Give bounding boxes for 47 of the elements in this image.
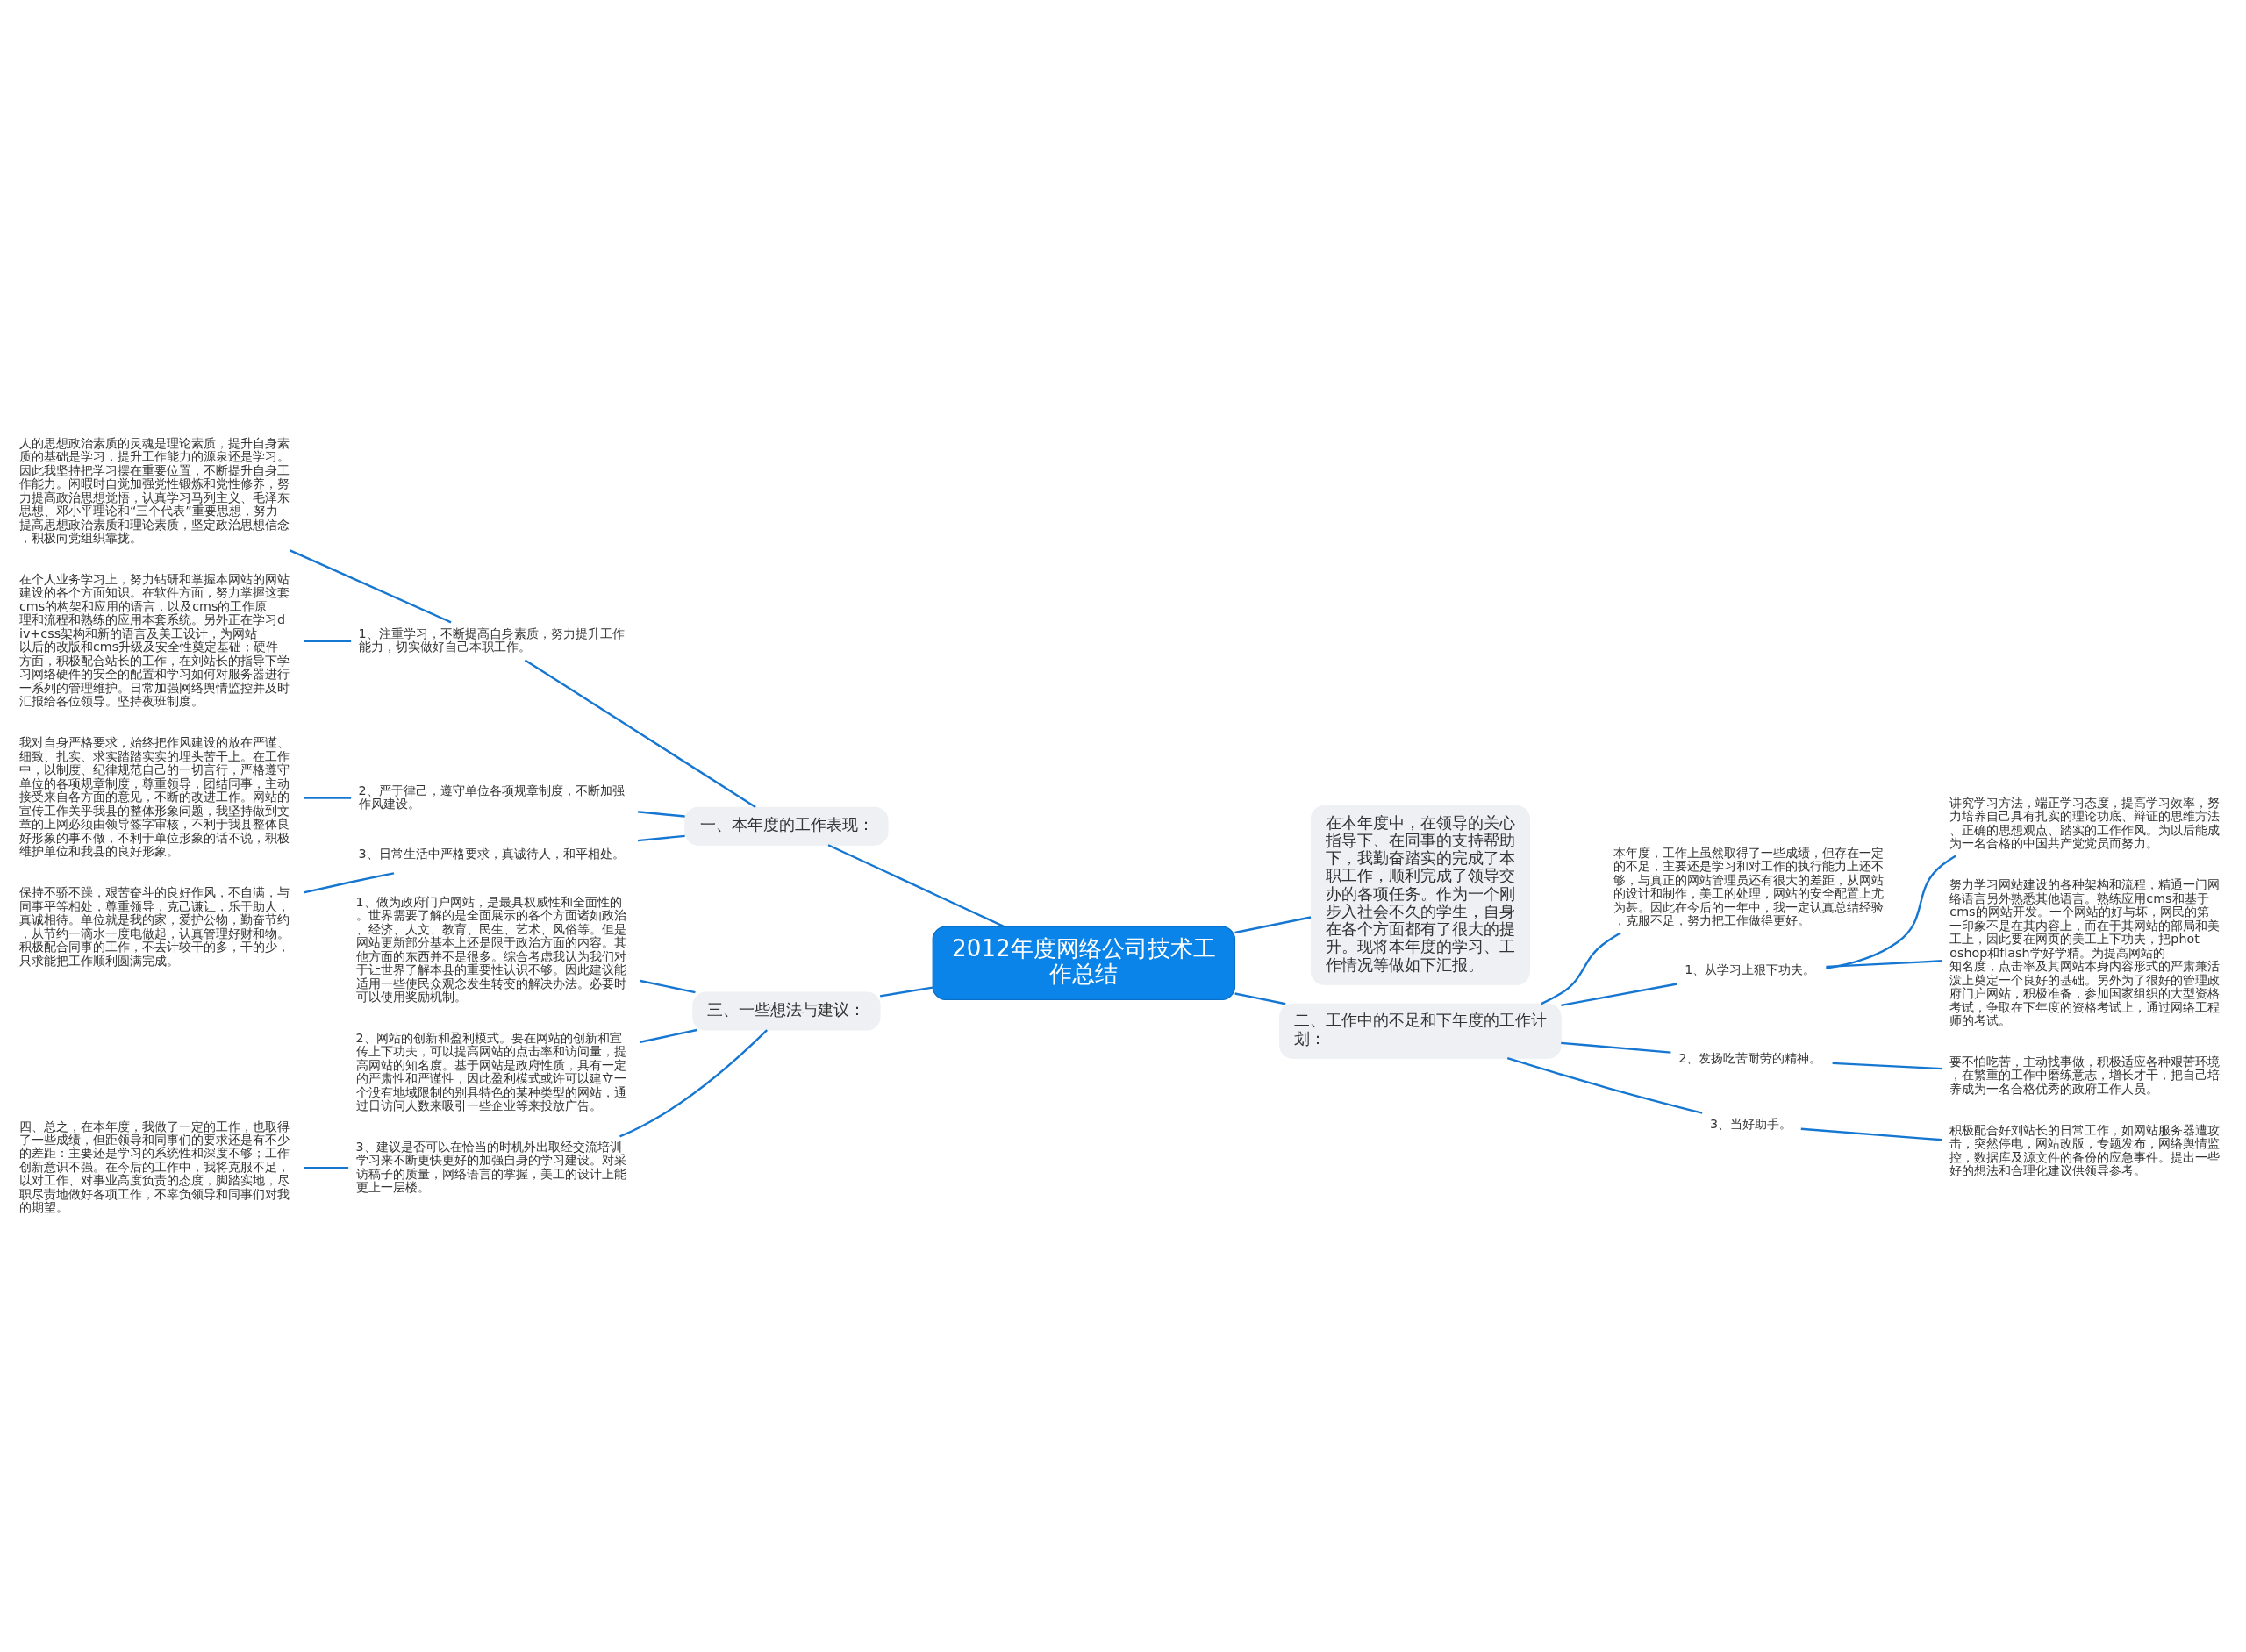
node-box: 在本年度中，在领导的关心指导下、在同事的支持帮助下，我勤奋踏实的完成了本职工作，顺利完成了领导交办的各项任务。作为一个刚步入社会不久的学生，自身在各个方面都有了很大的提升。现将本年度的学习、工作情况等做如下汇报。 [1310,805,1530,985]
node-text: 1、从学习上狠下功夫。 [1684,962,1816,976]
node-text: 保持不骄不躁，艰苦奋斗的良好作风，不自满，与同事平等相处，尊重领导，克己谦让，乐于助人，真诚相待。单位就是我的家，爱护公物，勤奋节约，从节约一滴水一度电做起，认真管理好财和物。积极配合同事的工作，不去计较干的多，干的少，只求能把工作顺利圆满完成。 [18,884,290,968]
node-text: 人的思想政治素质的灵魂是理论素质，提升自身素质的基础是学习，提升工作能力的源泉还是学习。因此我坚持把学习摆在重要位置，不断提升自身工作能力。闲暇时自觉加强党性锻炼和党性修养，努力提高政治思想觉悟，认真学习马列主义、毛泽东思想、邓小平理论和“三个代表”重要思想，努力提高思想政治素质和理论素质，坚定政治思想信念，积极向党组织靠拢。 [18,435,290,545]
node-text: 1、注重学习，不断提高自身素质，努力提升工作能力，切实做好自己本职工作。 [358,626,625,654]
node-text: 努力学习网站建设的各种架构和流程，精通一门网络语言另外熟悉其他语言。熟练应用cms和基于cms的网站开发。一个网站的好与坏，网民的第一印象不是在其内容上，而在于其网站的部局和美工上，因此要在网页的美工上下功夫，把photoshop和flash学好学精。为提高网站的知名度，点击率及其网站本身内容形式的严肃兼活泼上奠定一个良好的基础。另外为了很好的管理政府门户网站，积极准备，参加国家组织的大型资格考试，争取在下年度的资格考试上，通过网络工程师的考试。 [1949,876,2221,1027]
node-text: 要不怕吃苦，主动找事做，积极适应各种艰苦环境，在繁重的工作中磨练意志，增长才干，把自己培养成为一名合格优秀的政府工作人员。 [1949,1054,2221,1096]
connector [637,834,685,841]
connector [1800,1127,1942,1141]
node-text: 积极配合好刘站长的日常工作，如网站服务器遭攻击，突然停电，网站改版，专题发布，网络舆情监控，数据库及源文件的备份的应急事件。提出一些好的想法和合理化建议供领导参考。 [1949,1122,2221,1177]
node-text: 2、网站的创新和盈利模式。要在网站的创新和宣传上下功夫，可以提高网站的点击率和访问量，提高网站的知名度。基于网站是政府性质，具有一定的严肃性和严谨性，因此盈利模式或许可以建立一个没有地域限制的别具特色的某种类型的网站，通过日访问人数来吸引一些企业等来投放广告。 [355,1030,626,1112]
connector [1561,1041,1671,1054]
node-text: 3、当好助手。 [1709,1116,1792,1131]
connector [1561,982,1677,1006]
connector [640,979,696,993]
connector [303,871,395,894]
connector [1541,931,1621,1005]
node-box: 一、本年度的工作表现： [684,806,889,846]
connector [1506,1056,1703,1114]
node-text: 3、日常生活中严格要求，真诚待人，和平相处。 [358,846,625,861]
connector [1826,854,1957,969]
connector [304,796,352,799]
node-box: 三、一些想法与建议： [692,991,881,1031]
connector [619,1028,768,1137]
connector [1234,915,1312,933]
connector [524,658,756,808]
node-text: 1、做为政府门户网站，是最具权威性和全面性的。世界需要了解的是全面展示的各个方面诸如政治、经济、人文、教育、民生、艺术、风俗等。但是网站更新部分基本上还是限于政治方面的内容。其他方面的东西并不是很多。综合考虑我认为我们对于让世界了解本县的重要性认识不够。因此建议能适用一些使民众观念发生转变的解决办法。必要时可以使用奖励机制。 [355,894,626,1004]
node-text: 四、总之，在本年度，我做了一定的工作，也取得了一些成绩，但距领导和同事们的要求还是有不少的差距：主要还是学习的系统性和深度不够；工作创新意识不强。在今后的工作中，我将克服不足，以对工作、对事业高度负责的态度，脚踏实地，尽职尽责地做好各项工作，不辜负领导和同事们对我的期望。 [18,1119,290,1214]
connector [637,810,685,818]
connector [640,1028,697,1043]
connector [879,985,933,998]
node-text: 2、严于律己，遵守单位各项规章制度，不断加强作风建设。 [358,782,625,811]
connector [827,843,1005,927]
connector [304,640,352,642]
connector [1826,959,1942,968]
connector [1832,1062,1942,1069]
node-text: 讲究学习方法，端正学习态度，提高学习效率，努力培养自己具有扎实的理论功底、辩证的思维方法、正确的思想观点、踏实的工作作风。为以后能成为一名合格的中国共产党党员而努力。 [1949,795,2221,850]
connector [290,548,452,623]
node-text: 本年度，工作上虽然取得了一些成绩，但存在一定的不足，主要还是学习和对工作的执行能力上还不够，与真正的网站管理员还有很大的差距，从网站的设计和制作，美工的处理，网站的安全配置上尤为甚。因此在今后的一年中，我一定认真总结经验，克服不足，努力把工作做得更好。 [1613,845,1884,927]
node-text: 我对自身严格要求，始终把作风建设的放在严谨、细致、扎实、求实踏踏实实的埋头苦干上。在工作中，以制度、纪律规范自己的一切言行，严格遵守单位的各项规章制度，尊重领导，团结同事，主动接受来自各方面的意见，不断的改进工作。网站的宣传工作关乎我县的整体形象问题，我坚持做到文章的上网必须由领导签字审核，不利于我县整体良好形象的事不做，不利于单位形象的话不说，积极维护单位和我县的良好形象。 [18,734,290,858]
connector [304,1166,349,1169]
connector [1234,991,1286,1005]
node-text: 3、建议是否可以在恰当的时机外出取经交流培训学习来不断更快更好的加强自身的学习建设。对采访稿子的质量，网络语言的掌握，美工的设计上能更上一层楼。 [355,1139,626,1194]
node-text: 在个人业务学习上，努力钻研和掌握本网站的网站建设的各个方面知识。在软件方面，努力掌握这套cms的构架和应用的语言，以及cms的工作原理和流程和熟练的应用本套系统。另外正在学习div+css架构和新的语言及美工设计，为网站以后的改版和cms升级及安全性奠定基础；硬件方面，积极配合站长的工作，在刘站长的指导下学习网络硬件的安全的配置和学习如何对服务器进行一系列的管理维护。日常加强网络舆情监控并及时汇报给各位领导。坚持夜班制度。 [18,571,290,708]
node-box: 2012年度网络公司技术工作总结 [932,925,1236,1000]
node-box: 二、工作中的不足和下年度的工作计划： [1279,1003,1562,1059]
node-text: 2、发扬吃苦耐劳的精神。 [1678,1050,1822,1065]
